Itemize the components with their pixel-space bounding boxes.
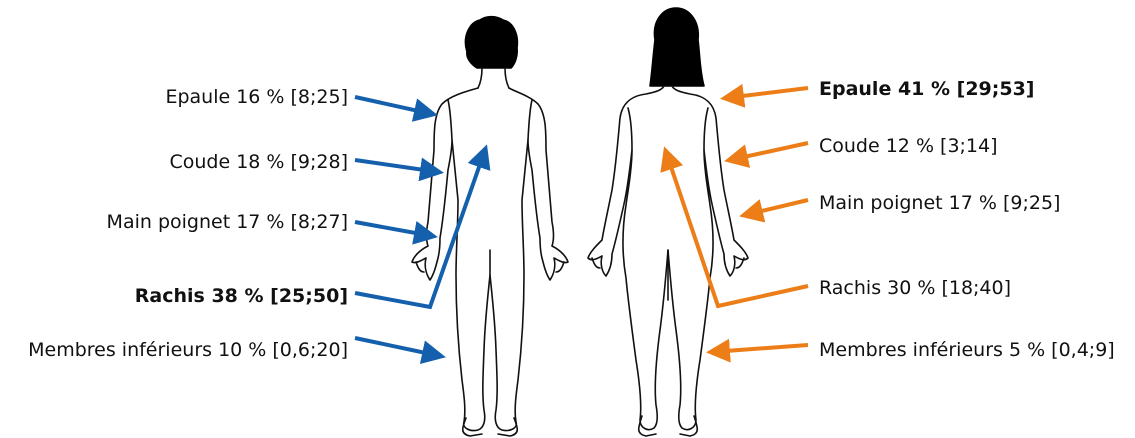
female-label-main-poignet: Main poignet 17 % [9;25] [819,192,1060,214]
female-label-rachis: Rachis 30 % [18;40] [819,277,1011,299]
female-arrow-membres-inferieurs [712,345,808,352]
female-arrow-main-poignet [745,200,808,215]
male-arrow-main-poignet [355,222,432,236]
female-arrows [666,88,808,352]
female-arrow-coude [730,143,808,160]
male-arrow-membres-inferieurs [355,338,440,356]
female-hair [650,8,704,86]
female-figure [588,8,748,436]
male-label-membres-inferieurs: Membres inférieurs 10 % [0,6;20] [28,339,348,361]
male-label-epaule: Epaule 16 % [8;25] [165,86,348,108]
male-arrow-coude [355,160,438,172]
male-arrow-epaule [355,97,432,114]
male-label-main-poignet: Main poignet 17 % [8;27] [107,211,348,233]
female-label-membres-inferieurs: Membres inférieurs 5 % [0,4;9] [819,339,1115,361]
male-label-coude: Coude 18 % [9;28] [169,151,348,173]
female-label-coude: Coude 12 % [3;14] [819,135,998,157]
male-figure [412,17,568,436]
female-label-epaule: Epaule 41 % [29;53] [819,78,1035,100]
male-arrow-rachis [355,150,485,307]
male-arrows [355,97,485,356]
female-arrow-epaule [726,88,808,98]
male-hair [465,17,517,68]
male-label-rachis: Rachis 38 % [25;50] [135,285,348,307]
female-arrow-rachis [666,152,808,306]
